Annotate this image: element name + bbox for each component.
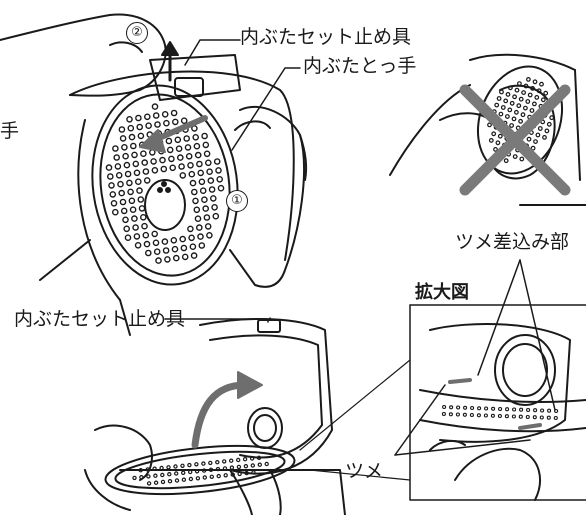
claw-label: ツメ (345, 460, 384, 482)
enlarged-view-label: 拡大図 (415, 282, 469, 303)
panel-enlarged-view (299, 259, 586, 501)
claw-slot-label: ツメ差込み部 (455, 231, 570, 253)
inner-lid-handle-label: 内ぶたとっ手 (303, 55, 417, 77)
step-2-marker: ② (126, 22, 148, 44)
panel-remove-inner-lid (0, 13, 308, 336)
panel-install-inner-lid (84, 317, 346, 516)
inner-lid-lock-label-bottom: 内ぶたセット止め具 (14, 308, 186, 330)
edge-text-fragment: 手 (0, 120, 20, 142)
panel-wrong-way (389, 53, 586, 206)
step-1-marker: ① (226, 190, 248, 212)
inner-lid-lock-label-top: 内ぶたセット止め具 (240, 26, 412, 48)
